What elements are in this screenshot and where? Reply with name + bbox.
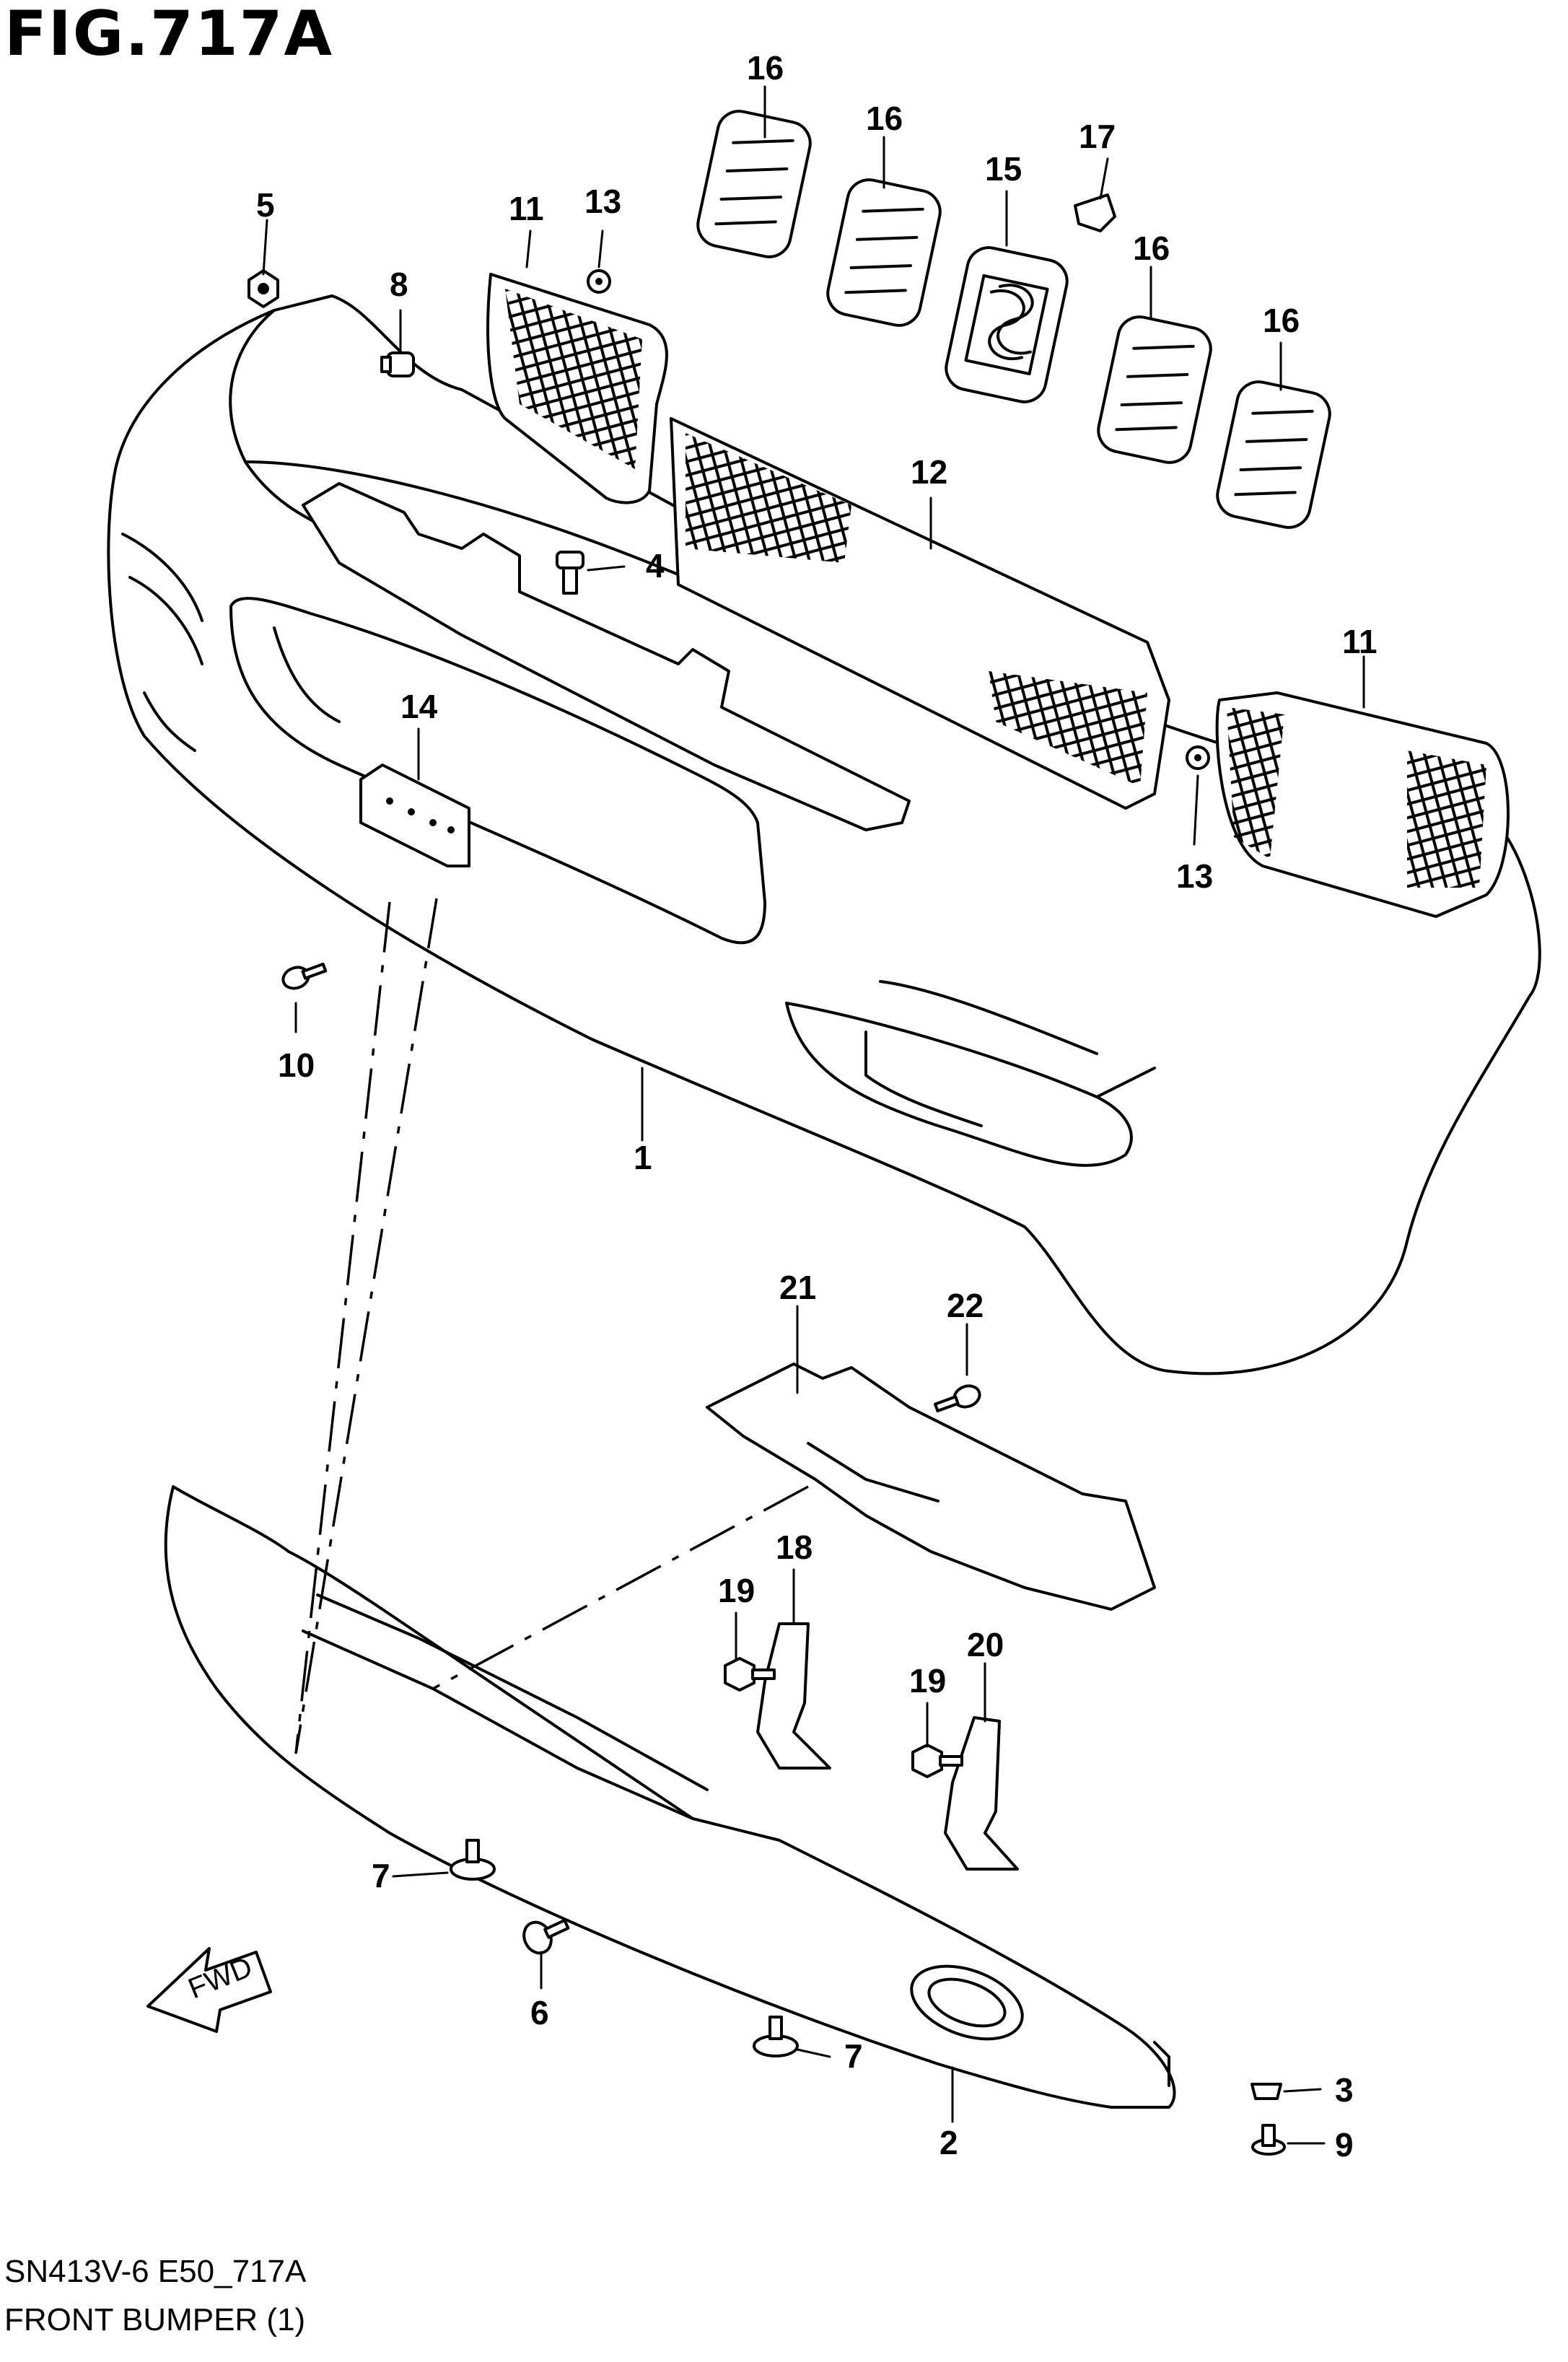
callout-17: 17 bbox=[1079, 118, 1116, 155]
callout-11b: 11 bbox=[1342, 623, 1378, 660]
callout-9: 9 bbox=[1335, 2126, 1354, 2164]
alignment-line bbox=[294, 898, 438, 1754]
front-bumper-fascia bbox=[107, 294, 1541, 1375]
fasteners bbox=[248, 269, 1286, 2156]
callout-15: 15 bbox=[985, 150, 1022, 188]
callout-19b: 19 bbox=[909, 1662, 946, 1700]
alignment-line bbox=[432, 1485, 809, 1690]
leader-lines bbox=[262, 85, 1365, 2145]
lower-skid-plate bbox=[164, 1485, 1176, 2109]
callout-16b: 16 bbox=[866, 100, 903, 137]
forward-direction-arrow: FWD bbox=[146, 1947, 272, 2033]
callout-6: 6 bbox=[530, 1994, 549, 2031]
alignment-line bbox=[294, 901, 391, 1754]
callout-5: 5 bbox=[256, 186, 275, 224]
callout-13a: 13 bbox=[584, 183, 621, 220]
callout-13b: 13 bbox=[1176, 857, 1213, 895]
callout-11a: 11 bbox=[509, 190, 544, 227]
callout-12: 12 bbox=[911, 453, 947, 491]
callout-10: 10 bbox=[278, 1046, 315, 1084]
figure-title: FIG.717A bbox=[4, 0, 334, 70]
mesh-grilles bbox=[486, 273, 1510, 918]
callout-16a: 16 bbox=[747, 49, 784, 87]
callout-18: 18 bbox=[776, 1528, 813, 1566]
bumper-stays bbox=[756, 1622, 1019, 1871]
bumper-brace bbox=[706, 1362, 1156, 1611]
callout-14: 14 bbox=[400, 688, 438, 725]
callout-2: 2 bbox=[940, 2124, 958, 2161]
callout-16c: 16 bbox=[1133, 229, 1170, 267]
callout-4: 4 bbox=[646, 547, 665, 585]
callout-7b: 7 bbox=[844, 2037, 863, 2075]
diagram-caption: FRONT BUMPER (1) bbox=[4, 2302, 306, 2337]
diagram-code: SN413V-6 E50_717A bbox=[4, 2254, 307, 2289]
callout-8: 8 bbox=[390, 266, 408, 303]
callout-19a: 19 bbox=[718, 1572, 755, 1609]
grille-slats bbox=[696, 110, 1331, 529]
callout-22: 22 bbox=[947, 1287, 984, 1324]
callout-1: 1 bbox=[634, 1139, 652, 1176]
callout-21: 21 bbox=[779, 1269, 816, 1306]
callouts: 1 2 3 4 5 6 7 7 8 9 10 11 11 12 13 13 14… bbox=[256, 49, 1378, 2164]
callout-7a: 7 bbox=[372, 1857, 390, 1894]
callout-3: 3 bbox=[1335, 2071, 1354, 2109]
callout-20: 20 bbox=[967, 1626, 1004, 1663]
callout-16d: 16 bbox=[1263, 302, 1300, 339]
